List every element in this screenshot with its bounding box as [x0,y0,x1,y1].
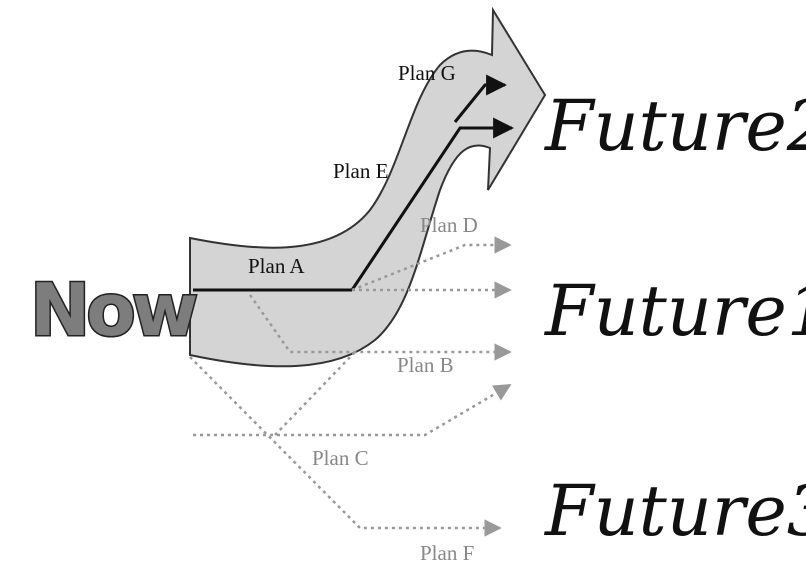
plan-b-line [248,294,512,361]
plan-a-label: Plan A [248,254,305,278]
plan-g-line [453,74,508,123]
plan-c-label: Plan C [312,446,369,470]
plan-e-line [350,117,515,291]
plan-d-label: Plan D [420,213,478,237]
plan-c-line [193,383,512,437]
plan-f-label: Plan F [420,541,474,565]
plan-b-label: Plan B [397,353,454,377]
plan-d-line [351,236,512,292]
future3-label: Future3 [543,470,806,552]
future2-label: Future2 [543,85,806,167]
plan-e-label: Plan E [333,159,388,183]
future1-label: Future1 [543,270,806,352]
now-label: Now [30,268,197,352]
plan-b-to-future1-line [274,351,356,436]
main-path-arrow-shape [189,6,547,368]
plan-g-label: Plan G [398,61,456,85]
plan-f-line [189,356,502,537]
